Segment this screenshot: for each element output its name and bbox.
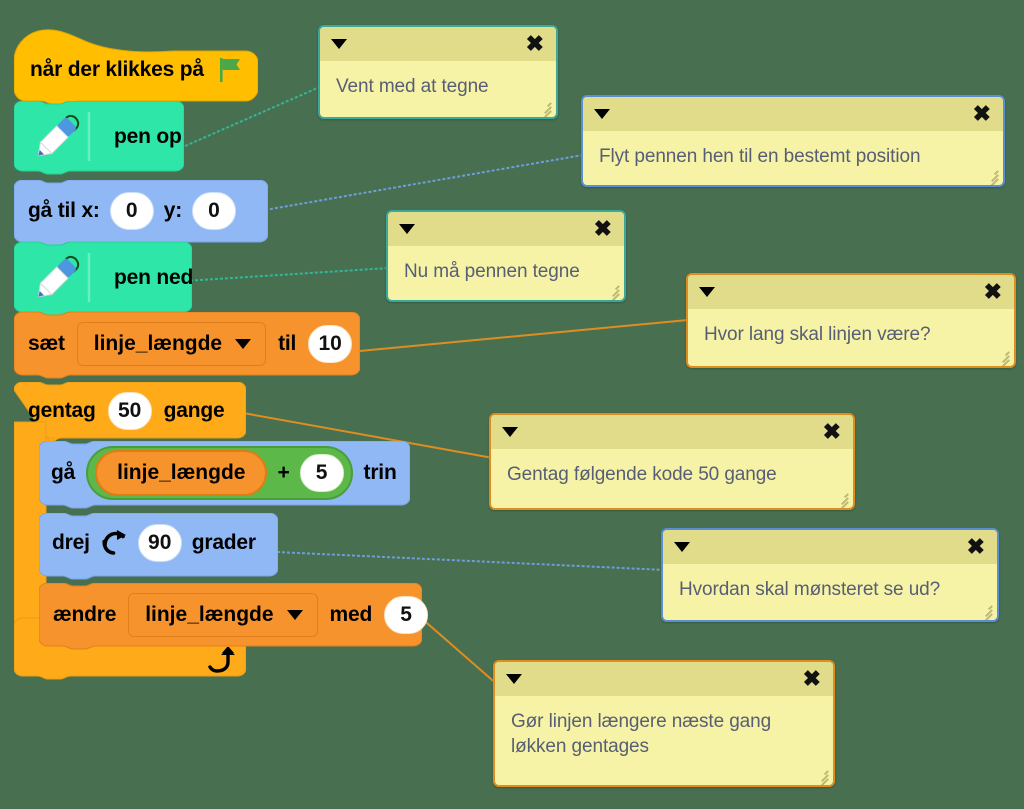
move-steps-suffix: trin <box>363 461 397 484</box>
chevron-down-icon <box>286 610 303 620</box>
change-variable-mid: med <box>329 603 373 626</box>
comment-repeat[interactable]: ✖ Gentag følgende kode 50 gange <box>489 413 855 510</box>
caret-down-icon[interactable] <box>506 674 522 684</box>
pen-up-label: pen op <box>114 125 182 148</box>
comment-text: Gentag følgende kode 50 gange <box>507 464 777 485</box>
block-turn-right[interactable]: drej 90 grader <box>38 512 279 590</box>
operator-operand-b-input[interactable]: 5 <box>299 454 344 492</box>
caret-down-icon[interactable] <box>399 224 415 234</box>
resize-grip-icon[interactable] <box>978 602 993 620</box>
block-goto-xy[interactable]: gå til x: 0 y: 0 <box>13 179 269 256</box>
set-variable-dropdown[interactable]: linje_længde <box>76 322 267 366</box>
move-steps-prefix: gå <box>51 461 76 484</box>
goto-x-input[interactable]: 0 <box>109 192 154 230</box>
close-icon[interactable]: ✖ <box>966 534 985 559</box>
variable-reporter-linje-laengde[interactable]: linje_længde <box>95 450 268 496</box>
block-pen-up[interactable]: pen op <box>13 100 185 185</box>
block-set-variable[interactable]: sæt linje_længde til 10 <box>13 311 361 389</box>
repeat-suffix: gange <box>163 399 225 422</box>
comment-longer[interactable]: ✖ Gør linjen længere næste gang løkken g… <box>493 660 835 787</box>
turn-right-prefix: drej <box>52 531 90 554</box>
repeat-prefix: gentag <box>28 399 96 422</box>
close-icon[interactable]: ✖ <box>593 216 612 241</box>
resize-grip-icon[interactable] <box>984 167 999 185</box>
set-variable-mid: til <box>278 332 297 355</box>
close-icon[interactable]: ✖ <box>802 666 821 691</box>
caret-down-icon[interactable] <box>594 109 610 119</box>
caret-down-icon[interactable] <box>502 427 518 437</box>
set-variable-name: linje_længde <box>93 332 223 355</box>
comment-titlebar[interactable]: ✖ <box>663 530 997 564</box>
turn-right-suffix: grader <box>191 531 256 554</box>
goto-xy-prefix: gå til x: <box>28 199 100 222</box>
comment-line-length[interactable]: ✖ Hvor lang skal linjen være? <box>686 273 1016 368</box>
resize-grip-icon[interactable] <box>814 767 829 785</box>
comment-pen-draws[interactable]: ✖ Nu må pennen tegne <box>386 210 626 302</box>
close-icon[interactable]: ✖ <box>822 419 841 444</box>
caret-down-icon[interactable] <box>674 542 690 552</box>
change-variable-name: linje_længde <box>145 603 274 626</box>
set-variable-value-input[interactable]: 10 <box>308 325 353 363</box>
pen-icon <box>37 255 80 298</box>
comment-titlebar[interactable]: ✖ <box>320 27 556 61</box>
comment-text: Hvordan skal mønsteret se ud? <box>679 579 941 600</box>
set-variable-prefix: sæt <box>28 332 65 355</box>
close-icon[interactable]: ✖ <box>983 279 1002 304</box>
comment-pattern[interactable]: ✖ Hvordan skal mønsteret se ud? <box>661 528 999 622</box>
turn-right-icon <box>102 530 126 555</box>
green-flag-icon <box>219 58 240 82</box>
block-pen-down[interactable]: pen ned <box>13 241 194 326</box>
comment-titlebar[interactable]: ✖ <box>688 275 1014 309</box>
resize-grip-icon[interactable] <box>537 99 552 117</box>
block-change-variable[interactable]: ændre linje_længde med 5 <box>38 582 429 660</box>
repeat-count-input[interactable]: 50 <box>107 392 152 430</box>
operator-add[interactable]: linje_længde + 5 <box>86 446 353 500</box>
comment-move-pen[interactable]: ✖ Flyt pennen hen til en bestemt positio… <box>581 95 1005 187</box>
loop-arrow-icon <box>208 647 235 673</box>
resize-grip-icon[interactable] <box>834 490 849 508</box>
wire-set-var <box>359 319 689 352</box>
resize-grip-icon[interactable] <box>995 348 1010 366</box>
comment-wait[interactable]: ✖ Vent med at tegne <box>318 25 558 119</box>
wire-turn <box>276 551 666 571</box>
turn-degrees-input[interactable]: 90 <box>137 524 182 562</box>
comment-titlebar[interactable]: ✖ <box>495 662 833 696</box>
operator-symbol: + <box>277 461 290 484</box>
comment-text: Nu må pennen tegne <box>404 261 580 282</box>
comment-titlebar[interactable]: ✖ <box>583 97 1003 131</box>
goto-y-input[interactable]: 0 <box>192 192 236 230</box>
chevron-down-icon <box>235 339 252 349</box>
comment-text: Gør linjen længere næste gang løkken gen… <box>511 711 772 758</box>
resize-grip-icon[interactable] <box>605 282 620 300</box>
block-when-flag-clicked[interactable]: når der klikkes på <box>13 29 259 110</box>
comment-text: Vent med at tegne <box>336 76 489 97</box>
change-variable-dropdown[interactable]: linje_længde <box>128 593 318 637</box>
comment-titlebar[interactable]: ✖ <box>388 212 624 246</box>
wire-pen-down <box>184 267 390 282</box>
wire-goto-xy <box>264 154 584 211</box>
comment-text: Flyt pennen hen til en bestemt position <box>599 146 921 167</box>
goto-y-label: y: <box>163 199 182 222</box>
comment-text: Hvor lang skal linjen være? <box>704 324 931 345</box>
pen-icon <box>37 114 80 157</box>
close-icon[interactable]: ✖ <box>972 101 991 126</box>
pen-down-label: pen ned <box>114 266 194 289</box>
close-icon[interactable]: ✖ <box>525 31 544 56</box>
when-flag-clicked-label: når der klikkes på <box>30 58 204 81</box>
block-move-steps[interactable]: gå linje_længde + 5 trin <box>38 440 411 519</box>
caret-down-icon[interactable] <box>699 287 715 297</box>
wire-change-var <box>419 616 500 687</box>
caret-down-icon[interactable] <box>331 39 347 49</box>
change-variable-prefix: ændre <box>53 603 117 626</box>
change-variable-value-input[interactable]: 5 <box>384 596 429 634</box>
comment-titlebar[interactable]: ✖ <box>491 415 853 449</box>
